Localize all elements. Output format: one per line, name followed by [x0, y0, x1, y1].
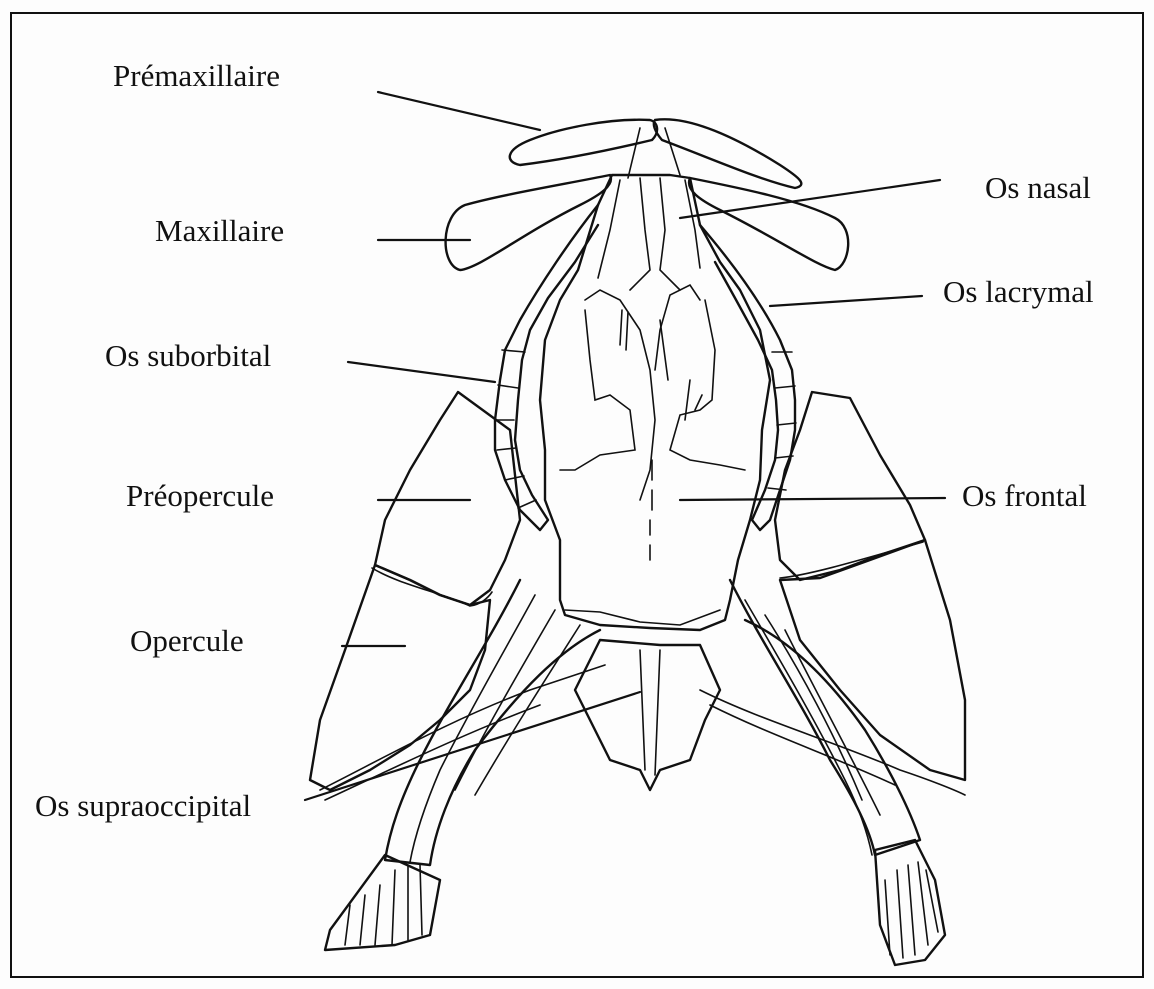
leader-os-suborbital	[348, 362, 495, 382]
leader-os-frontal	[680, 498, 945, 500]
maxillaire-right-bone	[689, 178, 848, 270]
skull-outline	[540, 175, 770, 630]
label-os-nasal: Os nasal	[985, 172, 1091, 203]
label-opercule: Opercule	[130, 625, 244, 656]
label-preopercule: Préopercule	[126, 480, 274, 511]
label-os-supraoccipital: Os supraoccipital	[35, 790, 251, 821]
label-os-frontal: Os frontal	[962, 480, 1087, 511]
premaxillaire-right-bone	[654, 119, 801, 188]
supraoccipital-crest	[575, 640, 720, 790]
opercule-left-bone	[310, 565, 490, 790]
premaxillaire-left-bone	[510, 120, 657, 165]
suborbital-right-chain	[700, 225, 795, 530]
label-os-suborbital: Os suborbital	[105, 340, 271, 371]
cleithrum-right-band	[730, 580, 920, 855]
preopercule-right-bone	[775, 392, 925, 580]
maxillaire-left-bone	[446, 175, 611, 270]
nasal-bones	[598, 178, 700, 290]
leader-premaxillaire	[378, 92, 540, 130]
leader-os-nasal	[680, 180, 940, 218]
label-os-lacrymal: Os lacrymal	[943, 276, 1094, 307]
leader-os-lacrymal	[770, 296, 922, 306]
cleithrum-left-band	[385, 580, 600, 865]
label-maxillaire: Maxillaire	[155, 215, 284, 246]
fin-right	[875, 840, 945, 965]
label-premaxillaire: Prémaxillaire	[113, 60, 280, 91]
fin-left	[325, 855, 440, 950]
